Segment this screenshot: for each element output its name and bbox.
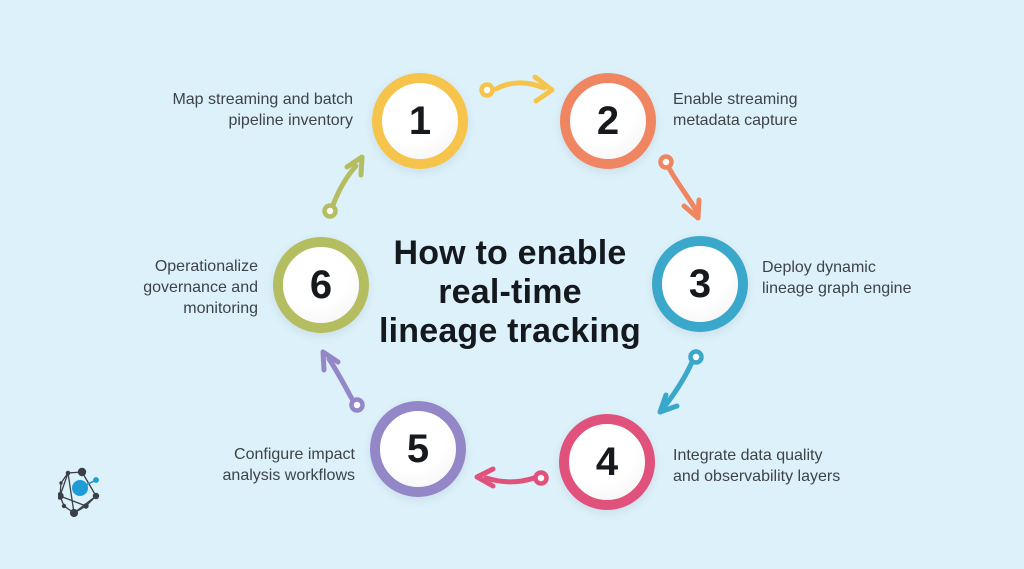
arrow-2-to-3	[658, 154, 702, 221]
arrow-3-to-4	[657, 349, 704, 415]
label-line: Enable streaming	[673, 91, 798, 108]
step-label-1: Map streaming and batch pipeline invento…	[123, 89, 353, 131]
step-circle-5: 5	[370, 401, 466, 497]
arrow-head	[657, 392, 680, 415]
brand-network-icon	[58, 467, 100, 518]
arrow-head	[320, 349, 341, 373]
step-label-4: Integrate data quality and observability…	[673, 445, 893, 487]
arrow-shaft	[326, 356, 355, 402]
arrow-4-to-5	[474, 466, 549, 489]
label-line: metadata capture	[673, 112, 798, 129]
step-number: 1	[408, 98, 432, 143]
arrow-start-ring	[349, 397, 365, 413]
step-label-3: Deploy dynamic lineage graph engine	[762, 257, 972, 299]
arrow-6-to-1	[322, 154, 365, 219]
label-line: pipeline inventory	[228, 112, 353, 129]
step-circle-6: 6	[273, 237, 369, 333]
step-circle-1: 1	[372, 73, 468, 169]
arrow-start-ring	[688, 349, 704, 365]
arrow-head	[474, 466, 496, 489]
label-line: Configure impact	[234, 446, 355, 463]
page-title: How to enable real-time lineage tracking	[355, 234, 665, 351]
arrow-shaft	[661, 359, 695, 410]
network-nodes	[58, 467, 100, 518]
arrow-head	[681, 197, 702, 221]
arrow-head	[344, 154, 365, 178]
arrow-start-ring	[658, 154, 674, 170]
step-circle-4: 4	[559, 414, 655, 510]
step-label-2: Enable streaming metadata capture	[673, 89, 873, 131]
step-number: 6	[309, 262, 333, 307]
step-circle-3: 3	[652, 236, 748, 332]
label-line: governance and	[143, 279, 258, 296]
step-number: 3	[688, 261, 712, 306]
step-number: 5	[406, 426, 430, 471]
arrow-shaft	[666, 165, 700, 215]
network-accent-nodes	[72, 477, 99, 496]
arrow-start-ring	[533, 470, 549, 486]
title-line: How to enable	[393, 234, 627, 272]
step-number: 2	[596, 98, 620, 143]
label-line: Operationalize	[154, 258, 258, 275]
label-line: Deploy dynamic	[762, 259, 876, 276]
title-line: lineage tracking	[378, 312, 642, 350]
step-number: 4	[595, 439, 619, 484]
arrow-1-to-2	[479, 74, 555, 104]
label-line: Integrate data quality	[673, 447, 823, 464]
arrow-shaft	[483, 475, 537, 485]
arrow-shaft	[493, 80, 547, 92]
step-label-6: Operationalize governance and monitoring	[78, 256, 258, 319]
label-line: monitoring	[183, 300, 258, 317]
arrow-start-ring	[479, 82, 495, 98]
label-line: and observability layers	[673, 468, 841, 485]
label-line: analysis workflows	[222, 467, 355, 484]
label-line: Map streaming and batch	[172, 91, 353, 108]
arrow-shaft	[330, 163, 359, 208]
title-line: real-time	[438, 273, 582, 311]
step-circle-2: 2	[560, 73, 656, 169]
arrow-start-ring	[322, 203, 338, 219]
arrow-head	[532, 74, 555, 104]
arrow-5-to-6	[320, 349, 365, 413]
step-label-5: Configure impact analysis workflows	[145, 444, 355, 486]
label-line: lineage graph engine	[762, 280, 912, 297]
